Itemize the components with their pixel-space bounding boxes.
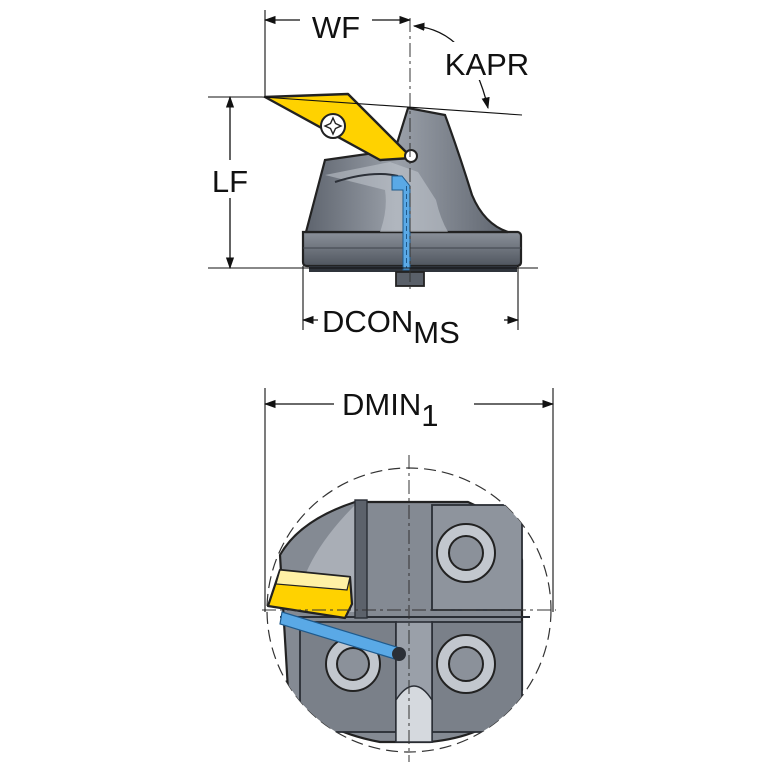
dmin-label: DMIN1 <box>342 387 438 433</box>
end-view: DMIN1 <box>262 382 556 762</box>
clamp-pin <box>404 149 418 163</box>
dmin-label-bg <box>334 382 474 432</box>
serration-strip <box>309 266 517 272</box>
dcon-label-bg <box>318 300 504 350</box>
head-highlight <box>325 162 448 232</box>
lf-label-bg <box>203 160 257 198</box>
wf-label: WF <box>312 10 360 45</box>
bolt-hole-lower-right <box>436 634 496 694</box>
lf-label: LF <box>212 164 248 199</box>
dcon-subscript: MS <box>413 315 460 350</box>
kapr-label: KAPR <box>445 47 529 82</box>
coolant-channel <box>391 175 411 271</box>
insert-screw <box>320 113 346 139</box>
end-slot <box>354 499 368 619</box>
bolt-hole-upper-right <box>436 523 496 583</box>
kapr-ext-line <box>261 96 523 116</box>
coolant-pipe-end <box>392 647 406 661</box>
flange <box>301 230 523 268</box>
kapr-label-bg <box>430 42 542 80</box>
end-center-notch <box>395 685 433 743</box>
end-view-body <box>278 499 530 744</box>
insert-end-top <box>275 569 351 591</box>
wf-label-bg <box>300 4 372 42</box>
dmin-subscript: 1 <box>421 398 438 433</box>
clamp-edge <box>334 173 399 183</box>
side-view: WF KAPR LF DCONMS <box>203 4 542 350</box>
dcon-label: DCONMS <box>322 304 460 350</box>
torx-icon <box>323 116 343 136</box>
